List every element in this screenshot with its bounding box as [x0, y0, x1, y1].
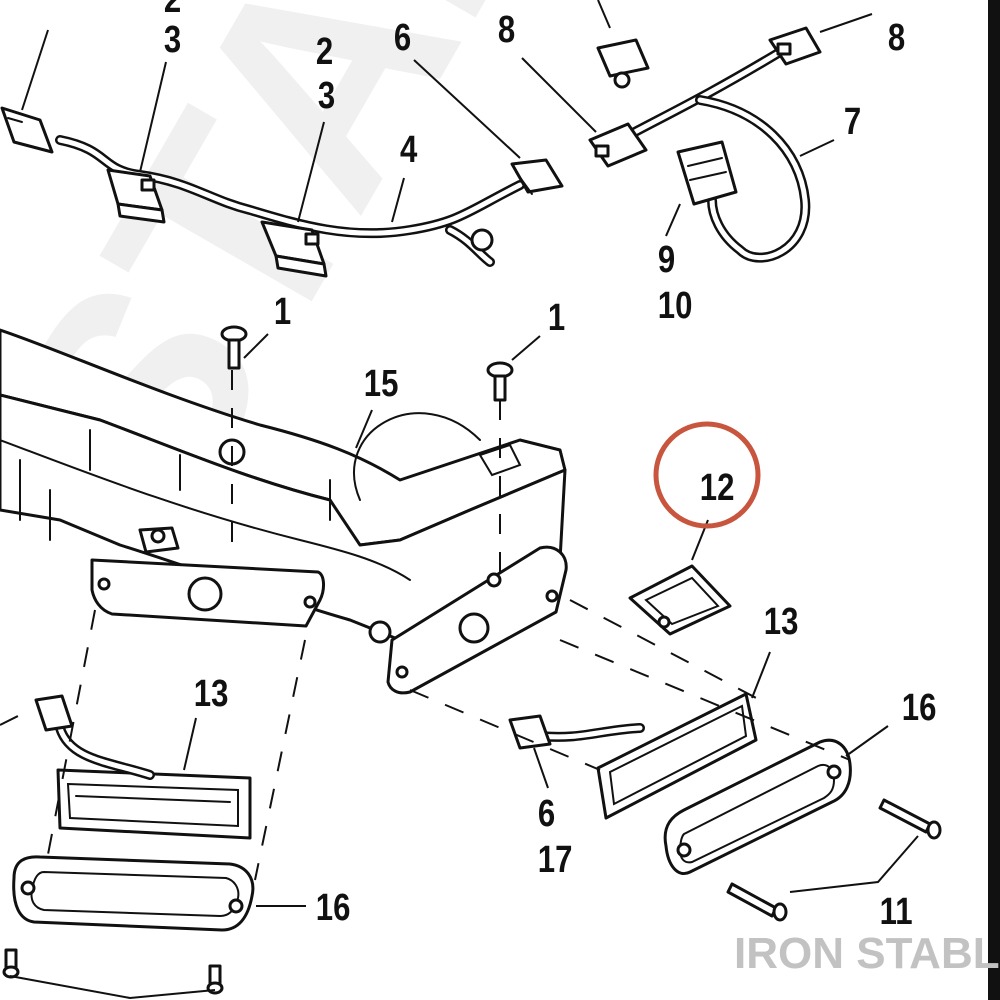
- callout-15: 15: [364, 363, 399, 405]
- harness-clip: [596, 38, 650, 89]
- harness-connector-left: [0, 106, 54, 154]
- assembly-lines: [0, 370, 851, 881]
- screw-bottom-left-a: [2, 948, 20, 979]
- lamp-lens-13-left: [56, 768, 252, 840]
- callout-13b: 13: [194, 673, 229, 715]
- right-border-bar: [988, 0, 1000, 1000]
- screw-11-lower: [726, 882, 788, 922]
- lamp-lens-13-right: [596, 692, 758, 820]
- callout-17: 17: [538, 839, 573, 881]
- bracket-nut: [138, 526, 180, 554]
- harness-connector-8a: [588, 122, 648, 168]
- callout-7: 7: [844, 101, 861, 143]
- callout-6a: 6: [394, 17, 411, 59]
- callout-13a: 13: [764, 601, 799, 643]
- callout-16a: 16: [902, 687, 937, 729]
- screw-1-right: [486, 361, 514, 402]
- harness-connector-8b: [768, 26, 822, 66]
- callout-16b: 16: [316, 887, 351, 929]
- screw-1-left: [220, 325, 248, 370]
- callout-3b: 3: [318, 75, 335, 117]
- callout-9: 9: [658, 239, 675, 281]
- harness-connector-6: [510, 158, 564, 195]
- callout-11: 11: [880, 891, 913, 933]
- callout-2b: 2: [316, 31, 333, 73]
- lamp-housing-right: [368, 545, 568, 695]
- callout-1b: 1: [548, 297, 565, 339]
- light-cable-left: [34, 694, 155, 780]
- plug-connector-9-10: [676, 140, 738, 206]
- leader-lines: [9, 0, 919, 1000]
- harness-connector-3b: [260, 220, 328, 278]
- callout-labels: 2 3 2 3 6 8 8 4 7 9 10 1 1 15 12 13 13 1…: [164, 0, 937, 933]
- seal-gasket-12: [628, 564, 732, 636]
- harness-connector-3a: [106, 168, 166, 224]
- highlight-circle-12: [653, 421, 761, 529]
- wiring-harness-7: [588, 26, 822, 263]
- wiring-harness-4: [0, 106, 564, 278]
- bezel-16-right: [663, 738, 852, 875]
- callout-2a: 2: [164, 0, 181, 21]
- screw-11-upper: [878, 798, 942, 840]
- callout-3a: 3: [164, 19, 181, 61]
- harness-ring-terminal: [470, 228, 494, 252]
- callout-1a: 1: [274, 291, 291, 333]
- screw-bottom-left-b: [206, 964, 224, 995]
- light-cable-right: [508, 714, 645, 750]
- callout-10: 10: [658, 285, 693, 327]
- bezel-16-left: [12, 855, 255, 932]
- watermark-iron-stable: IRON STABLE: [734, 929, 1000, 978]
- callout-6b: 6: [538, 793, 555, 835]
- callout-8b: 8: [888, 17, 905, 59]
- lamp-housing-left: [90, 558, 325, 628]
- callout-4: 4: [400, 129, 418, 171]
- callout-12: 12: [700, 467, 735, 509]
- callout-8a: 8: [498, 9, 515, 51]
